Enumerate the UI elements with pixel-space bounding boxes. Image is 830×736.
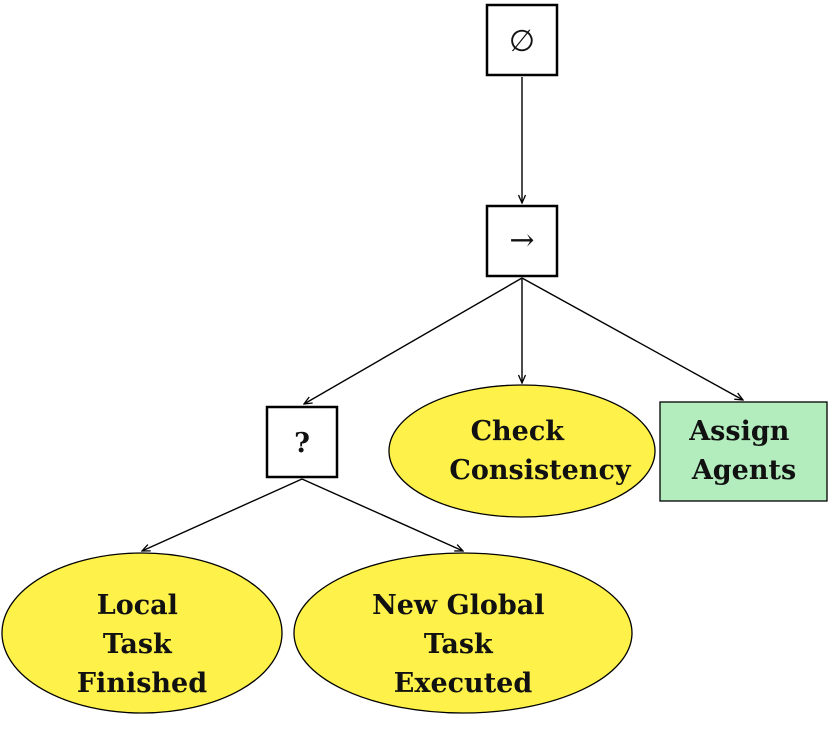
- assign-agents-action: Assign Agents: [659, 401, 828, 502]
- edge-sequence-to-assign-agents: [521, 277, 743, 400]
- assign-agents-line-1: Assign: [688, 416, 789, 447]
- new-global-task-executed-line-1: New Global: [372, 590, 544, 621]
- edge-fallback-to-local-task-finished: [142, 478, 303, 551]
- svg-text:Local Task Finishe: Local Task Finished: [77, 590, 207, 699]
- check-consistency-line-2: Consistency: [449, 455, 632, 486]
- assign-agents-line-2: Agents: [691, 455, 796, 486]
- sequence-symbol: →: [509, 223, 534, 258]
- edge-fallback-to-new-global-task-executed: [301, 478, 463, 551]
- svg-text:Check Consistency: Check Consistency: [449, 416, 632, 486]
- new-global-task-executed-condition: New Global Task Executed: [293, 552, 633, 714]
- local-task-finished-line-2: Task: [103, 629, 173, 660]
- check-consistency-condition: Check Consistency: [388, 384, 656, 518]
- local-task-finished-line-3: Finished: [77, 668, 207, 699]
- root-symbol: ∅: [509, 24, 535, 59]
- local-task-finished-condition: Local Task Finished: [1, 552, 283, 714]
- svg-text:Assign Agents: Assign Agents: [688, 416, 799, 486]
- svg-text:New Global Task Ex: New Global Task Executed: [372, 590, 554, 699]
- local-task-finished-line-1: Local: [97, 590, 178, 621]
- sequence-node: →: [485, 204, 559, 278]
- root-node: ∅: [485, 3, 559, 77]
- fallback-node: ?: [265, 405, 339, 479]
- new-global-task-executed-line-2: Task: [424, 629, 494, 660]
- edge-sequence-to-fallback: [304, 277, 523, 404]
- check-consistency-line-1: Check: [471, 416, 566, 447]
- fallback-symbol: ?: [294, 428, 310, 459]
- new-global-task-executed-line-3: Executed: [394, 668, 533, 699]
